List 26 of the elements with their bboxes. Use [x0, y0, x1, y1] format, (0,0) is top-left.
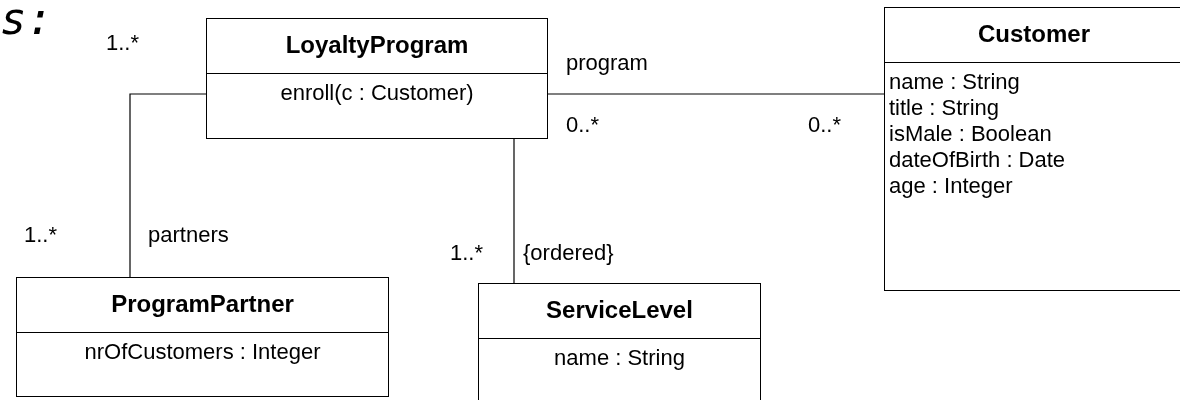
attribute-text: nrOfCustomers : Integer	[83, 339, 322, 365]
multiplicity-label: 1..*	[450, 240, 484, 266]
class-name: ProgramPartner	[17, 278, 388, 333]
multiplicity-label: 1..*	[106, 30, 140, 56]
attribute-text: age : Integer	[889, 173, 1014, 199]
attribute-text: isMale : Boolean	[889, 121, 1053, 147]
association-line	[513, 138, 515, 284]
class-name: LoyaltyProgram	[207, 19, 547, 74]
class-box	[206, 18, 548, 139]
class-box	[478, 283, 761, 400]
multiplicity-label: 0..*	[566, 112, 600, 138]
constraint-label: {ordered}	[523, 240, 614, 266]
multiplicity-label: 1..*	[24, 222, 58, 248]
attribute-text: name : String	[889, 69, 1021, 95]
attribute-text: title : String	[889, 95, 1001, 121]
class-name: Customer	[885, 8, 1180, 63]
attribute-text: name : String	[553, 345, 686, 371]
class-box	[16, 277, 389, 397]
attribute-text: dateOfBirth : Date	[889, 147, 1067, 173]
heading-fragment: s:	[0, 0, 53, 46]
association-line	[129, 93, 207, 278]
association-line	[547, 93, 885, 95]
multiplicity-label: 0..*	[808, 112, 842, 138]
class-name: ServiceLevel	[479, 284, 760, 339]
operation-text: enroll(c : Customer)	[279, 80, 475, 106]
class-box	[884, 7, 1180, 291]
